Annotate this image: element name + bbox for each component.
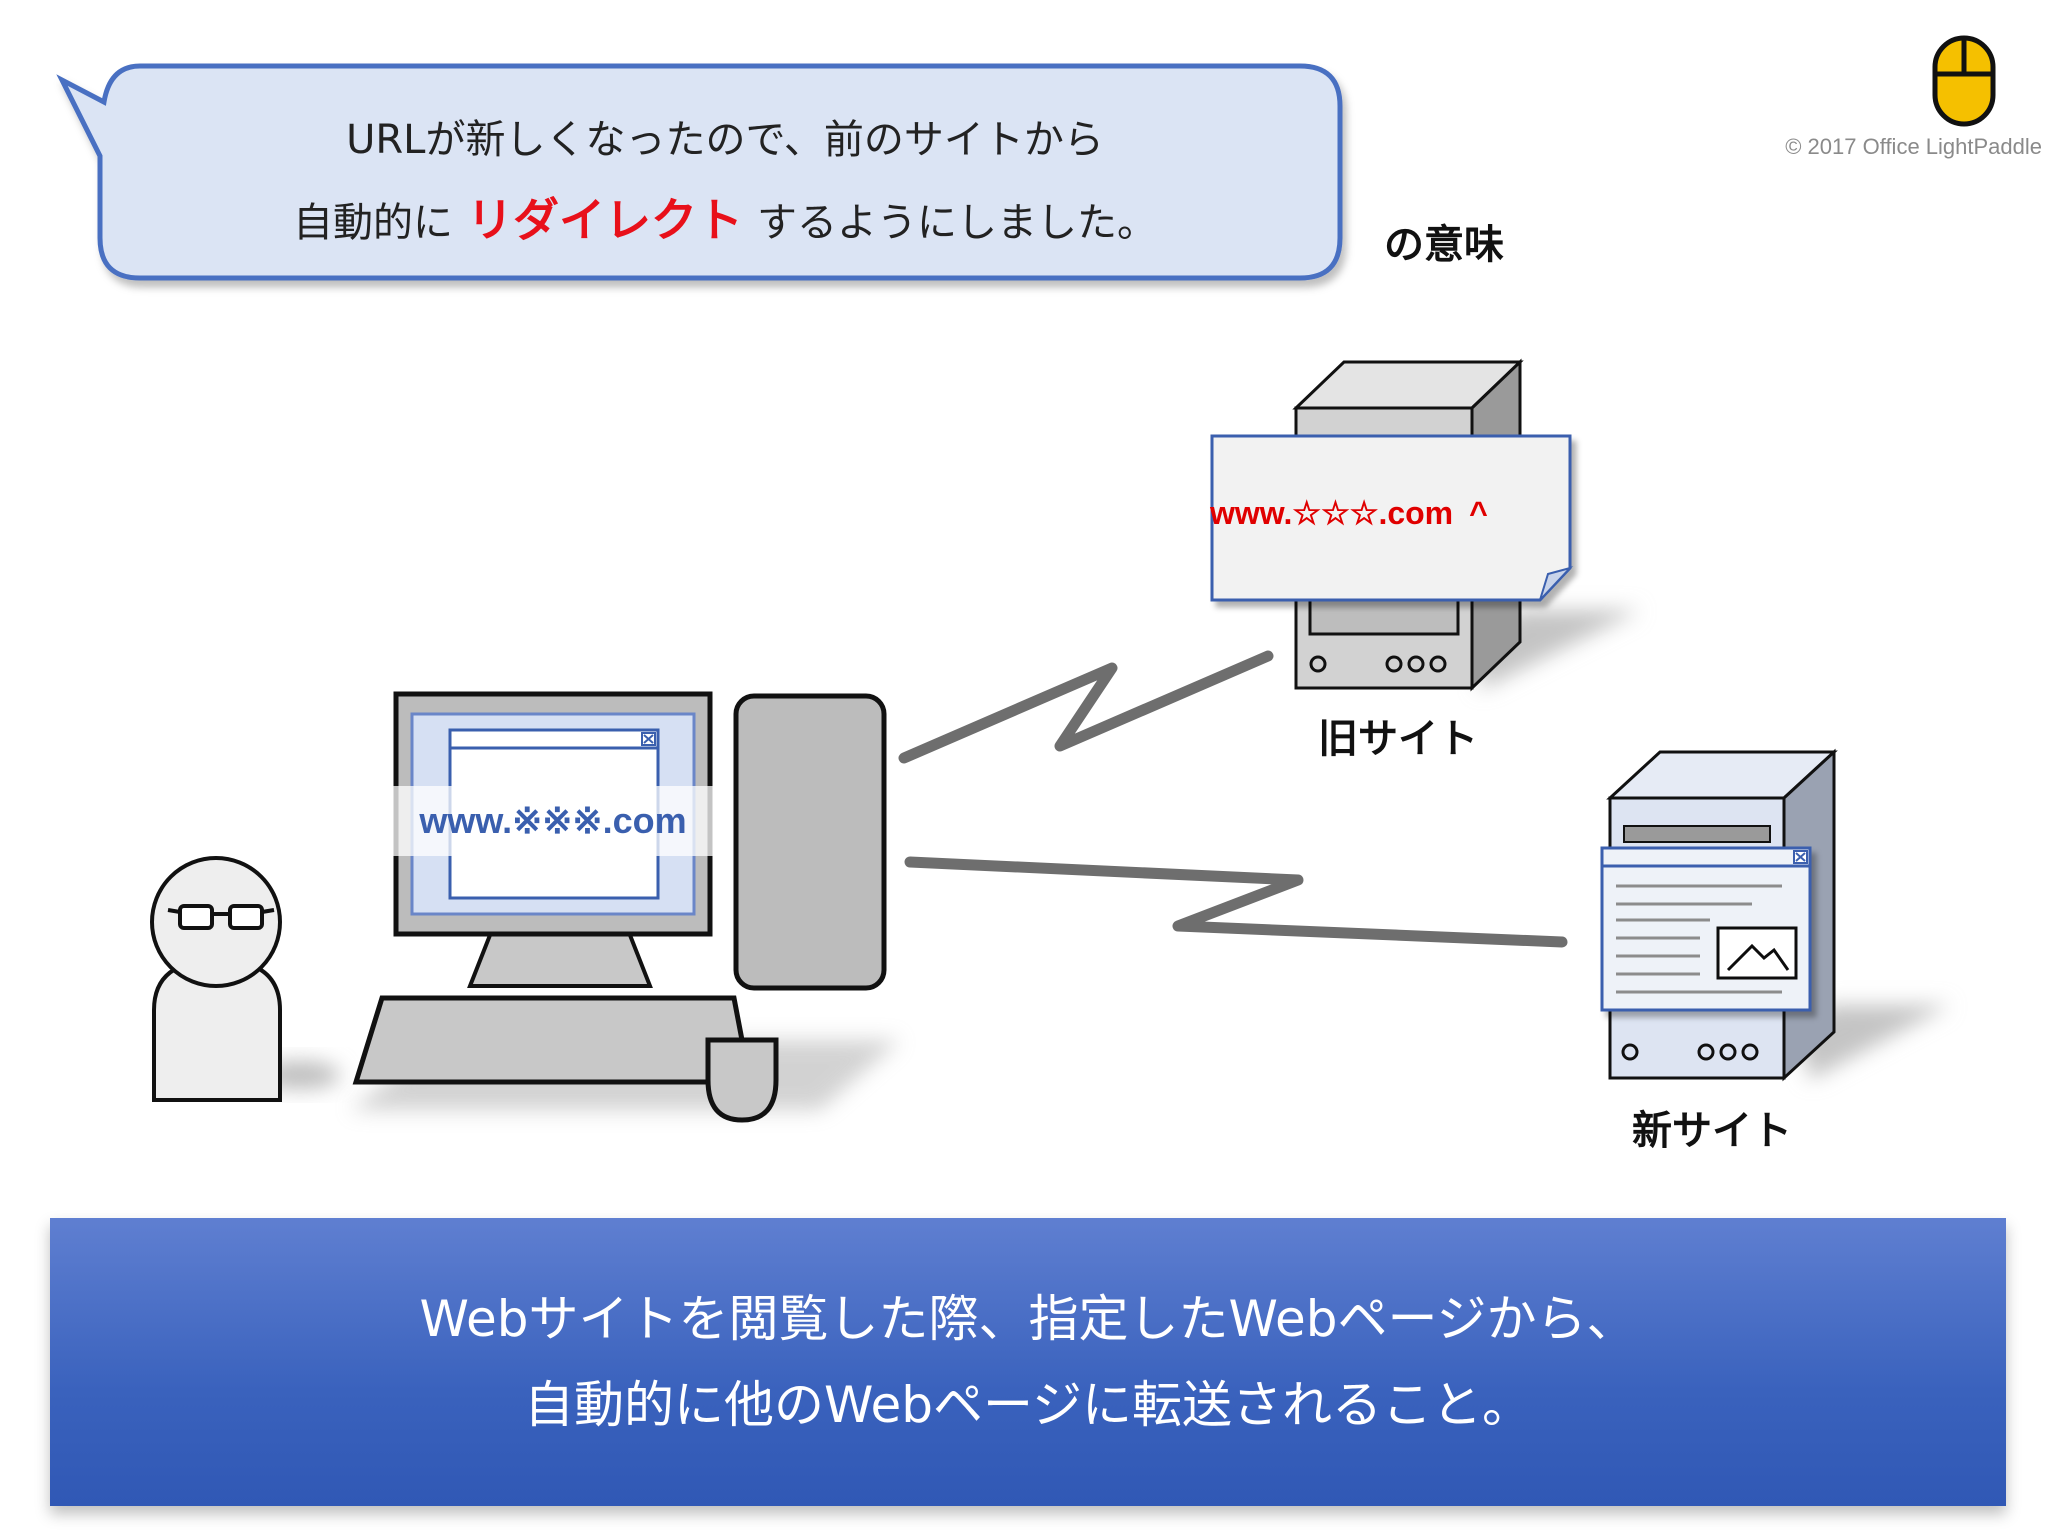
definition-line-2: 自動的に他のWebページに転送されること。 — [523, 1376, 1532, 1434]
bubble-line-2-after: するようにしました。 — [757, 200, 1157, 246]
monitor — [392, 691, 714, 988]
copyright: © 2017 Office LightPaddle — [1785, 134, 2042, 159]
bubble-line-1: URLが新しくなったので、前のサイトから — [346, 117, 1104, 163]
bubble-text: URLが新しくなったので、前のサイトから 自動的にリダイレクトするようにしました… — [100, 100, 1350, 263]
user-figure — [150, 856, 282, 1102]
connection-to-old-site — [898, 650, 1274, 764]
pc-tower — [733, 693, 887, 991]
redirect-caret: ^ — [1469, 495, 1488, 531]
bubble-line-2-before: 自動的に — [293, 200, 453, 246]
image-icon — [1716, 926, 1798, 980]
old-site-url: www.☆☆☆.com ^ — [1210, 494, 1540, 532]
old-site-url-text: www.☆☆☆.com — [1210, 495, 1454, 531]
close-icon — [1793, 850, 1808, 864]
redirect-highlight: リダイレクト — [467, 193, 743, 247]
subtitle: の意味 — [1384, 222, 1504, 268]
desktop-computer — [352, 691, 887, 1123]
glasses-icon — [167, 904, 275, 930]
old-site-label: 旧サイト — [1318, 716, 1478, 762]
redirect-illustration — [150, 358, 1950, 1123]
definition-text: Webサイトを閲覧した際、指定したWebページから、 自動的に他のWebページに… — [50, 1276, 2006, 1448]
close-icon — [641, 732, 656, 746]
definition-box: Webサイトを閲覧した際、指定したWebページから、 自動的に他のWebページに… — [50, 1218, 2006, 1506]
connection-to-new-site — [904, 856, 1568, 948]
new-site-page — [1600, 846, 1812, 1012]
new-site-label: 新サイト — [1632, 1108, 1792, 1154]
definition-line-1: Webサイトを閲覧した際、指定したWebページから、 — [419, 1290, 1637, 1348]
computer-mouse — [705, 1037, 779, 1123]
bubble-line-2: 自動的にリダイレクトするようにしました。 — [100, 180, 1350, 263]
keyboard — [352, 995, 754, 1085]
speech-bubble — [56, 63, 1343, 281]
mouse-logo-icon — [1932, 35, 1996, 127]
current-url: www.※※※.com — [419, 800, 687, 841]
